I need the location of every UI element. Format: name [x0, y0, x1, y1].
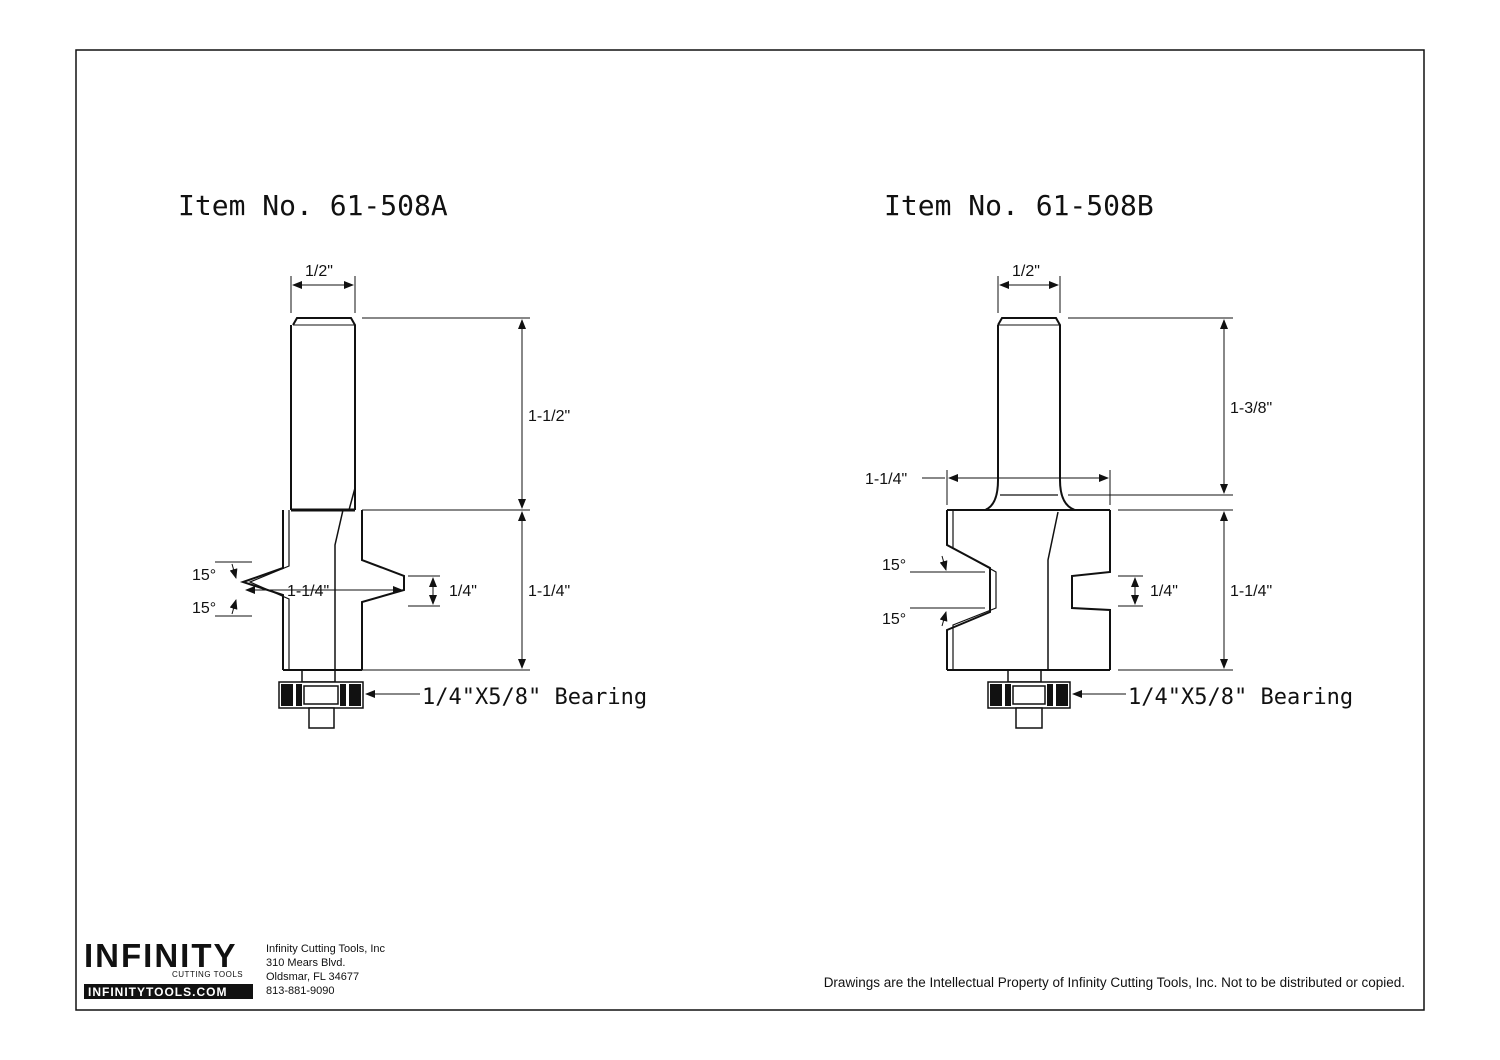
company-phone: 813-881-9090 — [266, 985, 335, 997]
logo-website: INFINITYTOOLS.COM — [88, 985, 227, 999]
cutter-height-label-a: 1-1/4" — [528, 583, 570, 600]
disclaimer: Drawings are the Intellectual Property o… — [824, 975, 1405, 990]
logo-website-bar — [84, 984, 253, 999]
item-title-b: Item No. 61-508B — [884, 189, 1154, 222]
company-street: 310 Mears Blvd. — [266, 957, 345, 969]
cutter-diameter-label-b: 1-1/4" — [865, 471, 907, 488]
shank-length-label-b: 1-3/8" — [1230, 400, 1272, 417]
profile-height-label-b: 1/4" — [1150, 583, 1178, 600]
company-name: Infinity Cutting Tools, Inc — [266, 943, 386, 955]
cutter-diameter-label-a: 1-1/4" — [287, 583, 329, 600]
shank-b — [984, 317, 1076, 511]
bearing-a — [278, 669, 364, 729]
bearing-b — [987, 669, 1071, 729]
shank-a — [290, 317, 356, 512]
company-address: Infinity Cutting Tools, Inc 310 Mears Bl… — [266, 943, 386, 997]
angle-top-label-a: 15° — [192, 567, 216, 584]
drawing-61-508a: Item No. 61-508A — [178, 189, 647, 729]
logo-tagline: CUTTING TOOLS — [172, 970, 243, 979]
cutter-height-label-b: 1-1/4" — [1230, 583, 1272, 600]
drawing-61-508b: Item No. 61-508B — [865, 189, 1353, 729]
shank-length-label-a: 1-1/2" — [528, 408, 570, 425]
angle-top-label-b: 15° — [882, 557, 906, 574]
infinity-logo: INFINITY CUTTING TOOLS INFINITYTOOLS.COM — [84, 937, 253, 999]
bearing-label-a: 1/4"X5/8" Bearing — [422, 685, 647, 710]
bearing-label-b: 1/4"X5/8" Bearing — [1128, 685, 1353, 710]
angle-bottom-label-a: 15° — [192, 600, 216, 617]
cutter-body-b — [946, 509, 1111, 671]
profile-height-label-a: 1/4" — [449, 583, 477, 600]
logo-brand: INFINITY — [84, 937, 238, 974]
item-title-a: Item No. 61-508A — [178, 189, 448, 222]
sheet-border — [75, 49, 1425, 1011]
shank-diameter-label-b: 1/2" — [1012, 263, 1040, 280]
angle-bottom-label-b: 15° — [882, 611, 906, 628]
dimension-lines-b — [910, 276, 1233, 698]
company-city: Oldsmar, FL 34677 — [266, 971, 359, 983]
dimension-lines-a — [215, 276, 530, 698]
shank-diameter-label-a: 1/2" — [305, 263, 333, 280]
